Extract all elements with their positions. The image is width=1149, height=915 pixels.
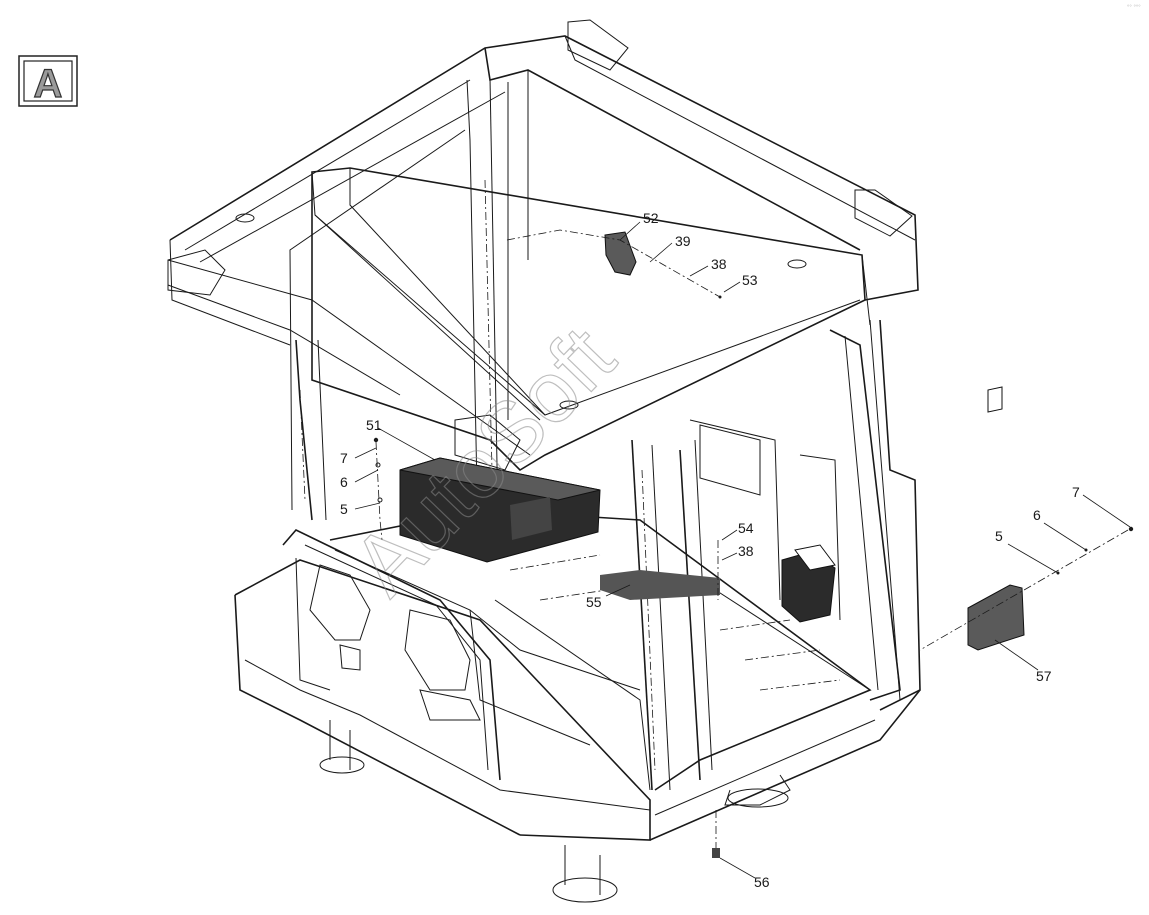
callout-7-right: 7	[1072, 484, 1080, 500]
callout-38-top: 38	[711, 256, 727, 272]
rear-heater-unit	[781, 544, 836, 623]
callout-54: 54	[738, 520, 754, 536]
leader-lines	[354, 221, 1131, 879]
callout-57: 57	[1036, 668, 1052, 684]
part-52-handle	[604, 231, 637, 276]
assembly-centerlines	[375, 229, 1129, 848]
callout-39: 39	[675, 233, 691, 249]
callout-51: 51	[366, 417, 382, 433]
callout-55: 55	[586, 594, 602, 610]
callout-6-right: 6	[1033, 507, 1041, 523]
callout-56: 56	[754, 874, 770, 890]
part-55-pad	[600, 570, 720, 600]
view-badge: A	[18, 55, 78, 107]
callout-labels: 52 39 38 53 51 7 6 5 54 38 55 7 6 5 57 5…	[340, 210, 1080, 890]
view-badge-letter: A	[34, 62, 63, 106]
callout-7-left: 7	[340, 450, 348, 466]
callout-52: 52	[643, 210, 659, 226]
callout-38-mid: 38	[738, 543, 754, 559]
part-7-nut-right	[1128, 526, 1134, 532]
callout-6-left: 6	[340, 474, 348, 490]
callout-53: 53	[742, 272, 758, 288]
corner-mark: °° °°°	[1127, 5, 1141, 11]
part-57-bracket	[967, 386, 1025, 651]
part-7-nut-left	[373, 437, 379, 443]
part-6-washer-left	[375, 462, 381, 468]
watermark-text: AutoSoft	[335, 309, 633, 613]
part-51-electronics-box	[399, 457, 601, 563]
cab-frame	[167, 19, 921, 903]
part-56-bolt	[712, 848, 720, 858]
callout-5-left: 5	[340, 501, 348, 517]
callout-5-right: 5	[995, 528, 1003, 544]
